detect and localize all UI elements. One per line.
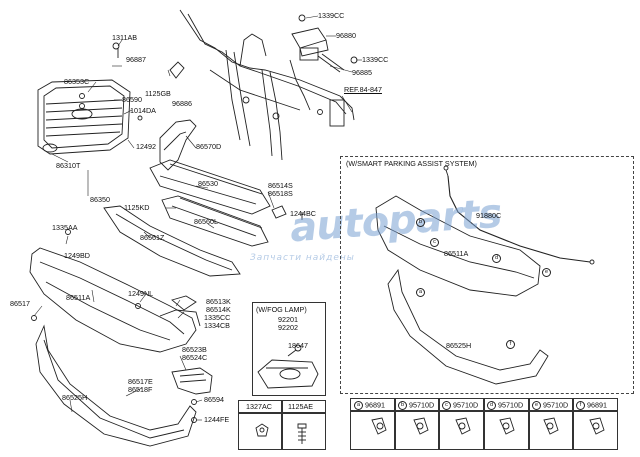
label-96880: 96880 (336, 31, 356, 40)
label-1335aa: 1335AA (52, 223, 78, 232)
radiator-grille (37, 79, 131, 155)
watermark-tagline: Запчасти найдены (250, 253, 355, 263)
fastener-icons (255, 423, 307, 444)
label-1335cc: 1335CC (204, 313, 231, 322)
label-86517e: 86517E (128, 377, 153, 386)
leader-lines (33, 15, 362, 421)
label-86525h-spas: 86525H (446, 341, 472, 350)
sensor-table-col-2 (438, 398, 440, 450)
label-86514k: 86514K (206, 305, 231, 314)
spas-lower-lip (387, 268, 549, 385)
label-1014da: 1014DA (130, 106, 156, 115)
label-86590: 86590 (122, 95, 142, 104)
spas-box (340, 156, 634, 394)
lower-lip-86525h (35, 324, 197, 447)
fog-lamp-title: (W/FOG LAMP) (256, 305, 307, 314)
label-92201: 92201 (278, 315, 298, 324)
callout-d: d (492, 254, 503, 263)
label-1125gb: 1125GB (145, 89, 171, 98)
absorber-86530 (149, 159, 271, 215)
label-96886: 96886 (172, 99, 192, 108)
label-1339cc-mid: 1339CC (362, 55, 389, 64)
label-1311ab: 1311AB (112, 33, 138, 42)
lower-skirt-86561z (103, 205, 241, 277)
spas-title: (W/SMART PARKING ASSIST SYSTEM) (346, 159, 477, 168)
label-86525h: 86525H (62, 393, 88, 402)
label-86561z: 86561Z (140, 233, 165, 242)
96880-unit (291, 27, 345, 73)
fastener-table-hline (238, 412, 326, 414)
label-86353c: 86353C (64, 77, 90, 86)
fastener-header-1327ac: 1327AC (246, 402, 272, 411)
label-86570d: 86570D (196, 142, 222, 151)
bracket-86513k (171, 295, 197, 311)
garnish-86523b (171, 367, 213, 395)
upper-bracket-86570d (159, 119, 197, 171)
sensor-table-col-1 (394, 398, 396, 450)
label-92202: 92202 (278, 323, 298, 332)
label-91880c: 91880C (476, 211, 502, 220)
label-86518f: 86518F (128, 385, 153, 394)
fog-lamp-box (252, 302, 326, 396)
label-1125kd: 1125KD (124, 203, 150, 212)
label-86511a: 86511A (66, 293, 91, 302)
label-86514s: 86514S (268, 181, 293, 190)
label-86594: 86594 (204, 395, 224, 404)
label-ref-84-847: REF.84-847 (344, 85, 382, 94)
spas-bumper-cover (375, 195, 541, 297)
label-86513k: 86513K (206, 297, 231, 306)
bumper-cover-86511a (29, 247, 201, 353)
callout-e: e (542, 268, 553, 277)
fastener-table-divider (281, 400, 283, 450)
callout-f: f (506, 340, 517, 349)
label-1334cb: 1334CB (204, 321, 230, 330)
label-1249nl: 1249NL (128, 289, 154, 298)
sensor-table-col-4 (528, 398, 530, 450)
label-86511a-spas: 86511A (444, 249, 469, 258)
label-12492: 12492 (136, 142, 156, 151)
sensor-table-col-5 (572, 398, 574, 450)
label-86518s: 86518S (268, 189, 293, 198)
label-18647: 18647 (288, 341, 308, 350)
label-86530: 86530 (198, 179, 218, 188)
fog-lamp (257, 344, 319, 389)
callout-b: b (416, 218, 427, 227)
label-1244fe: 1244FE (204, 415, 230, 424)
label-86310t: 86310T (56, 161, 81, 170)
sensor-table-col-3 (483, 398, 485, 450)
callout-c: c (430, 238, 441, 247)
cowl-crossmember-frame (179, 9, 355, 161)
label-86517: 86517 (10, 299, 30, 308)
spas-wire-harness (443, 165, 595, 265)
label-86523b: 86523B (182, 345, 207, 354)
beam-86560l (161, 195, 269, 247)
fastener-header-1125ae: 1125AE (288, 402, 314, 411)
label-1249bd: 1249BD (64, 251, 90, 260)
label-96885: 96885 (352, 68, 372, 77)
parking-sensors (371, 417, 605, 435)
label-96887: 96887 (126, 55, 146, 64)
label-86524c: 86524C (182, 353, 208, 362)
label-86560l: 86560L (194, 217, 218, 226)
label-1339cc-top: 1339CC (318, 11, 345, 20)
label-86350: 86350 (90, 195, 110, 204)
callout-a: a (416, 288, 427, 297)
label-1244bc: 1244BC (290, 209, 316, 218)
